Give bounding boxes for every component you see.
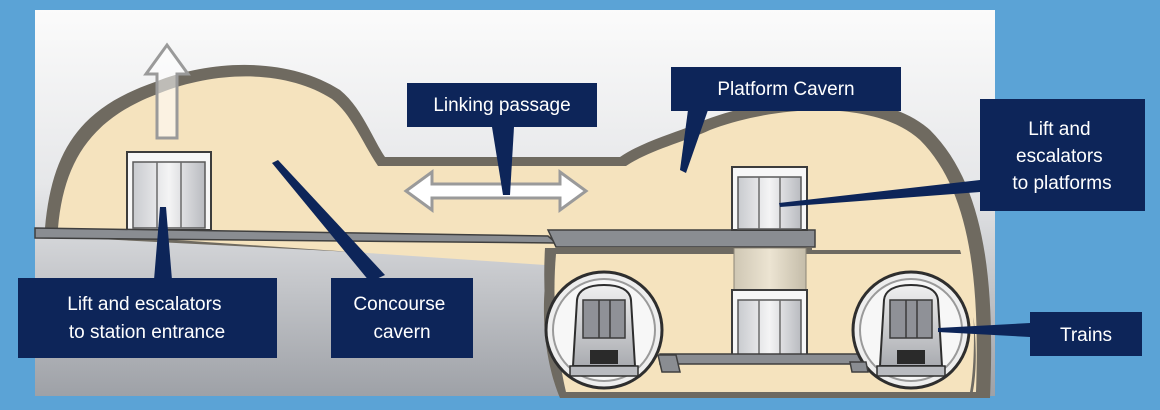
- label-lift-platforms-line1: Lift and: [1028, 119, 1090, 140]
- label-platform-cavern: Platform Cavern: [671, 67, 901, 111]
- label-trains: Trains: [1030, 312, 1142, 356]
- platform-cavern-pointer: [680, 110, 708, 173]
- upper-platform-floor: [546, 229, 816, 248]
- lift-platforms-pointer: [779, 180, 980, 207]
- lower-platform-floor: [659, 353, 881, 365]
- label-platform-cavern-text: Platform Cavern: [717, 79, 854, 100]
- trains-pointer: [938, 323, 1030, 337]
- lift-entrance-pointer: [154, 207, 172, 280]
- label-linking-passage: Linking passage: [407, 83, 597, 127]
- platform-escalator-upper-icon: [731, 166, 808, 231]
- platform-escalator-lower-icon: [731, 289, 808, 359]
- label-concourse: Concourse cavern: [331, 278, 473, 358]
- label-lift-platforms-line2: escalators: [1016, 146, 1103, 167]
- lift-shaft: [733, 247, 807, 291]
- svg-text:Concourse cavern: Concourse cavern: [353, 294, 450, 343]
- up-arrow-icon: [143, 42, 191, 140]
- train-left-icon: [544, 270, 681, 390]
- label-lift-entrance-line2: to station entrance: [69, 322, 225, 343]
- label-lift-entrance: Lift and escalators to station entrance: [18, 278, 277, 358]
- concourse-pointer: [272, 160, 385, 282]
- label-concourse-line1: Concourse: [353, 294, 445, 315]
- svg-text:Lift and escalators: Lift and escalators to platforms: [1012, 119, 1111, 194]
- label-lift-entrance-line1: Lift and escalators: [67, 294, 221, 315]
- label-lift-platforms-line3: to platforms: [1012, 173, 1111, 194]
- linking-passage-pointer: [492, 127, 514, 195]
- entrance-escalator-icon: [126, 151, 212, 231]
- label-concourse-line2: cavern: [373, 322, 430, 343]
- label-lift-platforms: Lift and escalators to platforms: [980, 99, 1145, 211]
- train-right-icon: [849, 270, 971, 390]
- double-arrow-icon: [403, 169, 589, 213]
- label-linking-passage-text: Linking passage: [433, 95, 570, 116]
- svg-text:Lift and escalators to s: Lift and escalators to station entrance: [67, 294, 226, 343]
- label-trains-text: Trains: [1060, 325, 1112, 346]
